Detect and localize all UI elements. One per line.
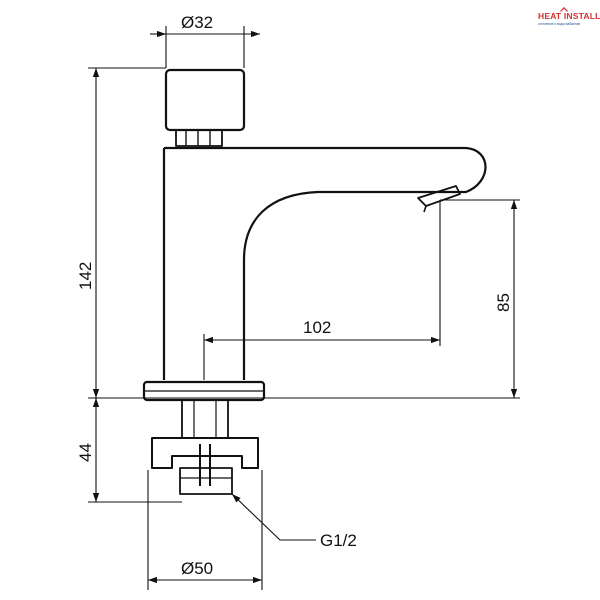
faucet-outline [142, 68, 487, 402]
threaded-shank [181, 399, 229, 439]
push-button [164, 68, 246, 132]
clamp-nut [151, 437, 259, 469]
faucet-body-spout [162, 146, 487, 380]
label-base-diameter: Ø50 [181, 559, 213, 578]
label-button-diameter: Ø32 [181, 13, 213, 32]
aerator-tip [417, 185, 461, 207]
inlet-connector [179, 467, 233, 495]
thread-leader-line [231, 493, 316, 541]
label-thread-length: 44 [76, 443, 95, 462]
mounting-assembly [151, 399, 259, 495]
logo-tagline: отопление и водоснабжение [538, 22, 581, 26]
button-collar [175, 129, 223, 147]
heat-install-logo: HEAT INSTALL отопление и водоснабжение [538, 7, 600, 30]
label-spout-reach: 102 [303, 318, 331, 337]
roof-icon [560, 7, 568, 12]
label-spout-height: 85 [494, 293, 513, 312]
label-thread-size: G1/2 [320, 531, 357, 550]
label-total-height: 142 [76, 262, 95, 290]
extension-lines [88, 26, 520, 590]
dimension-arrows [92, 30, 518, 584]
logo-name: HEAT INSTALL [538, 11, 600, 21]
